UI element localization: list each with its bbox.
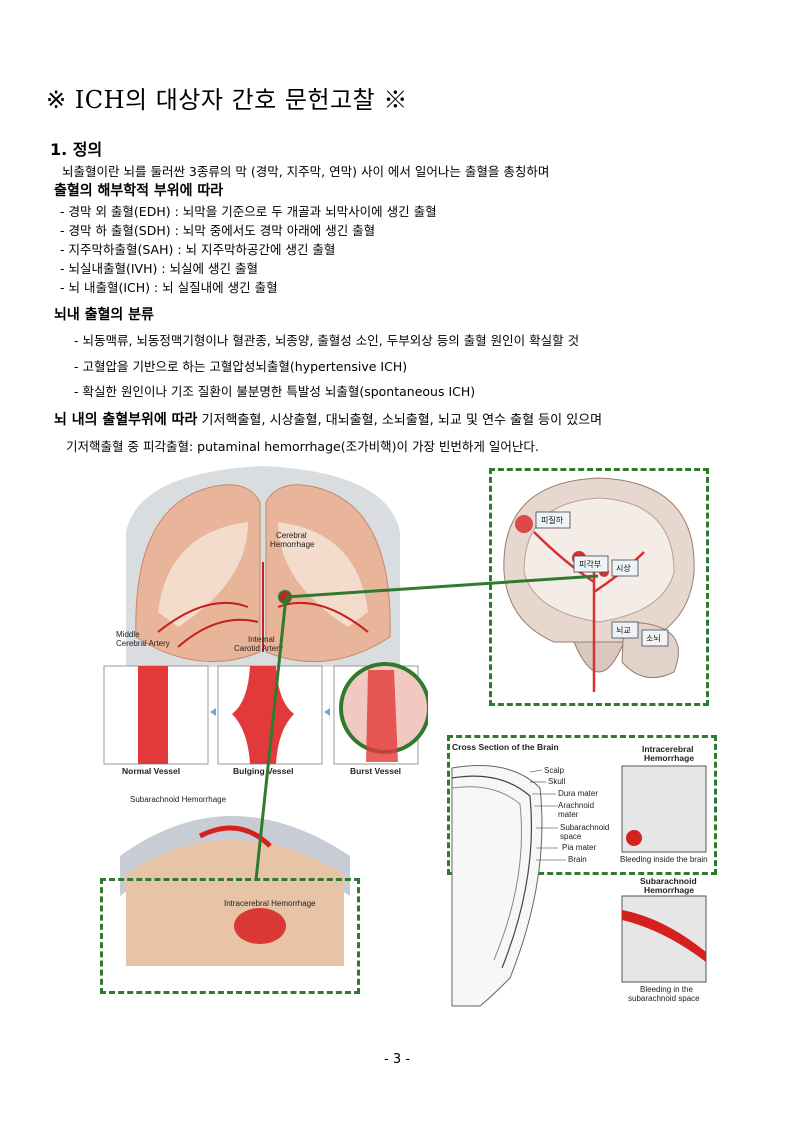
brainstem — [573, 641, 625, 673]
subarachnoid-panel — [621, 895, 707, 983]
intracerebral-hemorrhage-label: Intracerebral Hemorrhage — [224, 899, 316, 908]
svg-text:시상: 시상 — [616, 563, 631, 573]
arrow-icon — [210, 708, 216, 716]
tag-cerebellum: 소뇌 — [641, 629, 669, 647]
anatomical-item: - 경막 외 출혈(EDH) : 뇌막을 기준으로 두 개골과 뇌막사이에 생긴… — [60, 204, 437, 219]
head-section — [451, 765, 543, 1007]
anatomical-item: - 지주막하출혈(SAH) : 뇌 지주막하공간에 생긴 출혈 — [60, 242, 336, 257]
cerebral-arteries — [157, 562, 369, 652]
layer-skull: Skull — [548, 777, 566, 786]
classification-item: - 뇌동맥류, 뇌동정맥기형이나 혈관종, 뇌종양, 출혈성 소인, 두부외상 … — [74, 333, 580, 348]
white-matter — [158, 522, 368, 627]
subcortical-bleed — [515, 515, 533, 533]
cross-section-figure: Cross Section of the Brain Scalp Skull D… — [451, 742, 708, 1007]
cross-section-frame — [447, 735, 717, 875]
anatomical-heading: 출혈의 해부학적 부위에 따라 — [54, 183, 224, 199]
layer-scalp: Scalp — [544, 766, 565, 775]
section-heading-definition: 1. 정의 — [50, 140, 103, 159]
normal-vessel — [138, 666, 168, 764]
hemorrhage-point — [278, 590, 292, 604]
tag-pons: 뇌교 — [611, 621, 639, 639]
anatomical-item: - 경막 하 출혈(SDH) : 뇌막 중에서도 경막 아래에 생긴 출혈 — [60, 223, 376, 238]
subarachnoid-hemorrhage-label: Subarachnoid Hemorrhage — [130, 795, 227, 804]
intracerebral-bleed — [234, 908, 286, 944]
anatomical-item: - 뇌 내출혈(ICH) : 뇌 실질내에 생긴 출혈 — [60, 280, 278, 295]
site-text: 기저핵출혈, 시상출혈, 대뇌출혈, 소뇌출혈, 뇌교 및 연수 출혈 등이 있… — [197, 413, 603, 428]
classification-item: - 확실한 원인이나 기조 질환이 불분명한 특발성 뇌출혈(spontaneo… — [74, 384, 476, 399]
layer-brain: Brain — [568, 855, 587, 864]
layers-line — [451, 786, 522, 961]
brain-sites-figure: 피질하 피각부 시상 뇌교 소뇌 — [503, 477, 695, 692]
page-title: ※ ICH의 대상자 간호 문헌고찰 ※ — [46, 86, 408, 114]
layers-line — [451, 775, 533, 969]
tag-putamen: 피각부 — [573, 555, 609, 573]
svg-text:소뇌: 소뇌 — [646, 634, 661, 643]
intracerebral-blood — [626, 830, 642, 846]
tag-subcortical: 피질하 — [535, 511, 571, 529]
layer-leader-lines — [529, 769, 566, 861]
layer-dura: Dura mater — [558, 789, 598, 798]
intracerebral-caption: Bleeding inside the brain — [620, 855, 708, 864]
classification-heading: 뇌내 출혈의 분류 — [54, 307, 154, 323]
site-heading: 뇌 내의 출혈부위에 따라 — [54, 412, 198, 428]
site-paragraph: 뇌 내의 출혈부위에 따라 기저핵출혈, 시상출혈, 대뇌출혈, 소뇌출혈, 뇌… — [54, 409, 602, 429]
sah-ich-figure: Subarachnoid Hemorrhage Intracerebral He… — [120, 795, 350, 966]
subarachnoid-blood — [622, 910, 706, 962]
svg-text:피질하: 피질하 — [541, 515, 564, 525]
cross-section-title: Cross Section of the Brain — [452, 742, 559, 752]
arrow-icon — [324, 708, 330, 716]
tag-thalamus: 시상 — [611, 559, 639, 577]
definition-text: 뇌출혈이란 뇌를 둘러싼 3종류의 막 (경막, 지주막, 연막) 사이 에서 … — [62, 164, 550, 179]
classification-item: - 고혈압을 기반으로 하는 고혈압성뇌출혈(hypertensive ICH) — [74, 359, 408, 374]
cortex — [126, 840, 344, 966]
ich-frame — [100, 878, 360, 994]
svg-text:피각부: 피각부 — [579, 559, 601, 569]
svg-text:뇌교: 뇌교 — [616, 626, 631, 635]
layer-pia: Pia mater — [562, 843, 597, 852]
normal-vessel-label: Normal Vessel — [122, 766, 180, 776]
page-number: - 3 - — [384, 1052, 410, 1067]
burst-vessel — [366, 670, 398, 762]
anatomical-item: - 뇌실내출혈(IVH) : 뇌실에 생긴 출혈 — [60, 261, 258, 276]
putaminal-text: 기저핵출혈 중 피각출혈: putaminal hemorrhage(조가비핵)… — [66, 439, 539, 454]
bulging-vessel-label: Bulging Vessel — [233, 766, 293, 776]
burst-vessel-label: Burst Vessel — [350, 766, 401, 776]
